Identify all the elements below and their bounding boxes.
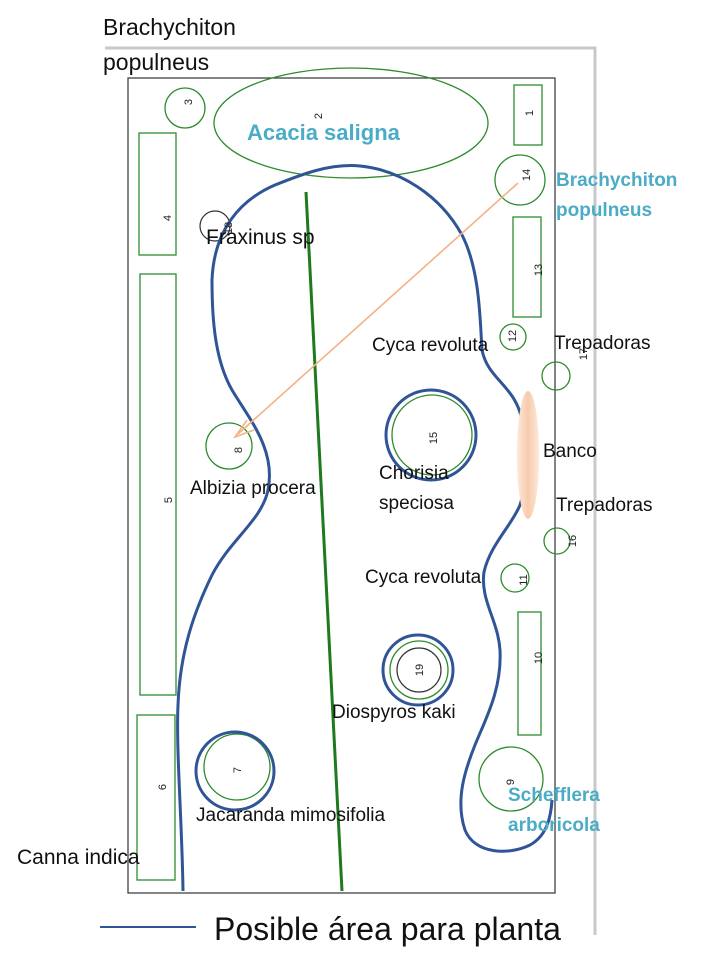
tree-7-green [203, 733, 271, 801]
tree-8 [205, 422, 253, 470]
bed-number-4: 4 [162, 215, 174, 221]
bed-number-2: 2 [313, 113, 325, 119]
label-schefflera-2: arboricola [508, 815, 600, 836]
tree-16 [543, 527, 571, 555]
bed-number-19: 19 [414, 664, 426, 676]
bed-10 [517, 611, 542, 736]
label-banco: Banco [543, 441, 597, 462]
bed-5 [139, 273, 177, 696]
site-boundary-line [105, 46, 597, 935]
label-acacia-saligna: Acacia saligna [247, 120, 401, 145]
bed-2-acacia [213, 67, 489, 179]
tree-18 [199, 210, 231, 242]
bed-number-1: 1 [524, 110, 536, 116]
bed-13 [512, 216, 542, 318]
garden-path-line [304, 191, 344, 892]
plot-outline [127, 77, 556, 894]
transplant-arrow [232, 182, 519, 439]
bed-number-15: 15 [428, 432, 440, 444]
bed-1 [513, 84, 543, 146]
tree-9 [478, 746, 544, 812]
label-cyca-revoluta-2: Cyca revoluta [365, 567, 482, 588]
bed-number-12: 12 [507, 330, 519, 342]
bed-number-3: 3 [183, 99, 195, 105]
bed-number-10: 10 [533, 652, 545, 664]
tree-14 [494, 154, 546, 206]
legend-label: Posible área para planta [214, 911, 561, 947]
label-trepadoras-2: Trepadoras [556, 495, 652, 516]
bed-6 [136, 714, 176, 881]
tree-3 [164, 87, 206, 129]
planting-area-jacaranda [194, 730, 276, 812]
planting-area-chorisia [384, 388, 478, 482]
bed-number-11: 11 [518, 574, 530, 585]
label-jacaranda: Jacaranda mimosifolia [196, 805, 385, 826]
bed-number-18: 18 [223, 222, 235, 234]
title-line-1: Brachychiton [103, 14, 236, 40]
bed-number-6: 6 [157, 784, 169, 790]
label-brachychiton-right-2: populneus [556, 200, 652, 221]
label-albizia: Albizia procera [190, 478, 316, 499]
bed-4 [138, 132, 177, 256]
label-chorisia-1: Chorisia [379, 463, 449, 484]
tree-17 [541, 361, 571, 391]
bed-number-14: 14 [521, 169, 533, 181]
bed-number-9: 9 [505, 779, 517, 785]
tree-12 [499, 323, 527, 351]
label-diospyros: Diospyros kaki [332, 702, 456, 723]
label-trepadoras-1: Trepadoras [554, 333, 650, 354]
label-schefflera-1: Schefflera [508, 785, 600, 806]
tree-11 [500, 563, 530, 593]
label-canna-indica: Canna indica [17, 846, 140, 869]
bed-number-5: 5 [163, 497, 175, 503]
bed-number-17: 17 [578, 348, 590, 360]
bed-number-8: 8 [233, 447, 245, 453]
tree-19-inner [396, 647, 442, 693]
title-line-2: populneus [103, 49, 209, 75]
label-chorisia-2: speciosa [379, 493, 454, 514]
bed-number-7: 7 [232, 767, 244, 773]
bed-number-16: 16 [567, 535, 579, 547]
label-fraxinus: Fraxinus sp [206, 226, 315, 249]
planting-area-diospyros [381, 633, 455, 707]
label-cyca-revoluta-1: Cyca revoluta [372, 335, 489, 356]
label-brachychiton-right-1: Brachychiton [556, 170, 677, 191]
planting-area-outline [176, 164, 554, 892]
banco-bench [517, 391, 539, 519]
bed-number-13: 13 [533, 264, 545, 276]
tree-15-outer-green [391, 394, 473, 476]
tree-19-green [389, 640, 449, 700]
